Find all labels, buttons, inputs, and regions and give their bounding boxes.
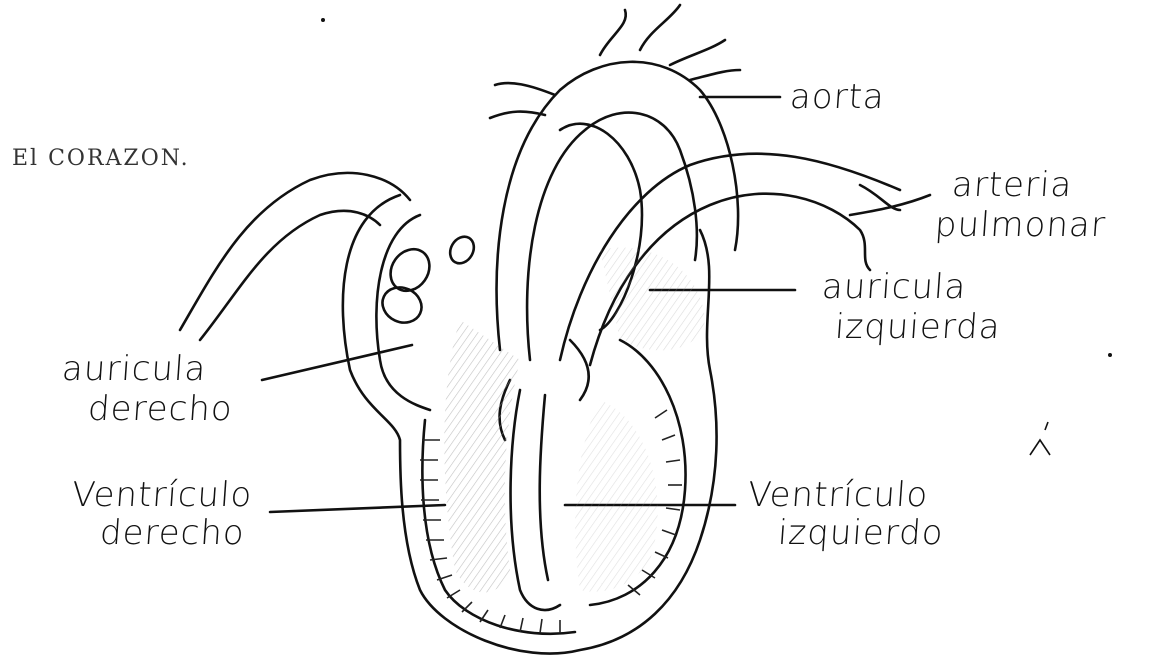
label-ventriculo-izquierdo-2: izquierdo — [777, 516, 945, 550]
left-ventricle-shading — [575, 400, 657, 592]
label-ventriculo-izquierdo-1: Ventrículo — [747, 478, 930, 512]
aorta-branch-1 — [600, 10, 626, 55]
pointer-auricula-derecha — [262, 345, 412, 380]
stray-dot-2 — [1108, 353, 1112, 357]
mitral-valve — [570, 340, 589, 400]
page-title: El CORAZON. — [12, 148, 190, 170]
label-ventriculo-derecho-1: Ventrículo — [71, 478, 254, 512]
label-auricula-derecha-2: derecho — [87, 392, 234, 426]
left-atrium-shading — [600, 248, 705, 351]
label-auricula-derecha-1: auricula — [61, 352, 208, 386]
pointer-ventriculo-derecho — [270, 505, 445, 512]
aorta-branch-3 — [670, 40, 725, 65]
aorta-branch-5 — [495, 83, 555, 95]
vein-opening-2 — [445, 232, 478, 267]
label-ventriculo-derecho-2: derecho — [99, 516, 246, 550]
stray-dot-1 — [321, 18, 325, 22]
label-arteria-pulmonar-2: pulmonar — [934, 208, 1107, 242]
right-ventricle-shading — [444, 320, 520, 593]
stray-mark — [1030, 422, 1050, 455]
aorta-branch-2 — [640, 5, 680, 50]
aorta-branch-4 — [690, 70, 740, 80]
label-auricula-izquierda-2: izquierda — [834, 310, 1002, 344]
septum-inner — [540, 395, 548, 580]
label-arteria-pulmonar-1: arteria — [951, 168, 1074, 202]
label-auricula-izquierda-1: auricula — [821, 270, 968, 304]
vein-opening-3 — [377, 281, 428, 329]
septum — [511, 390, 560, 610]
label-aorta: aorta — [789, 80, 886, 114]
vena-cava-inner — [200, 211, 380, 340]
